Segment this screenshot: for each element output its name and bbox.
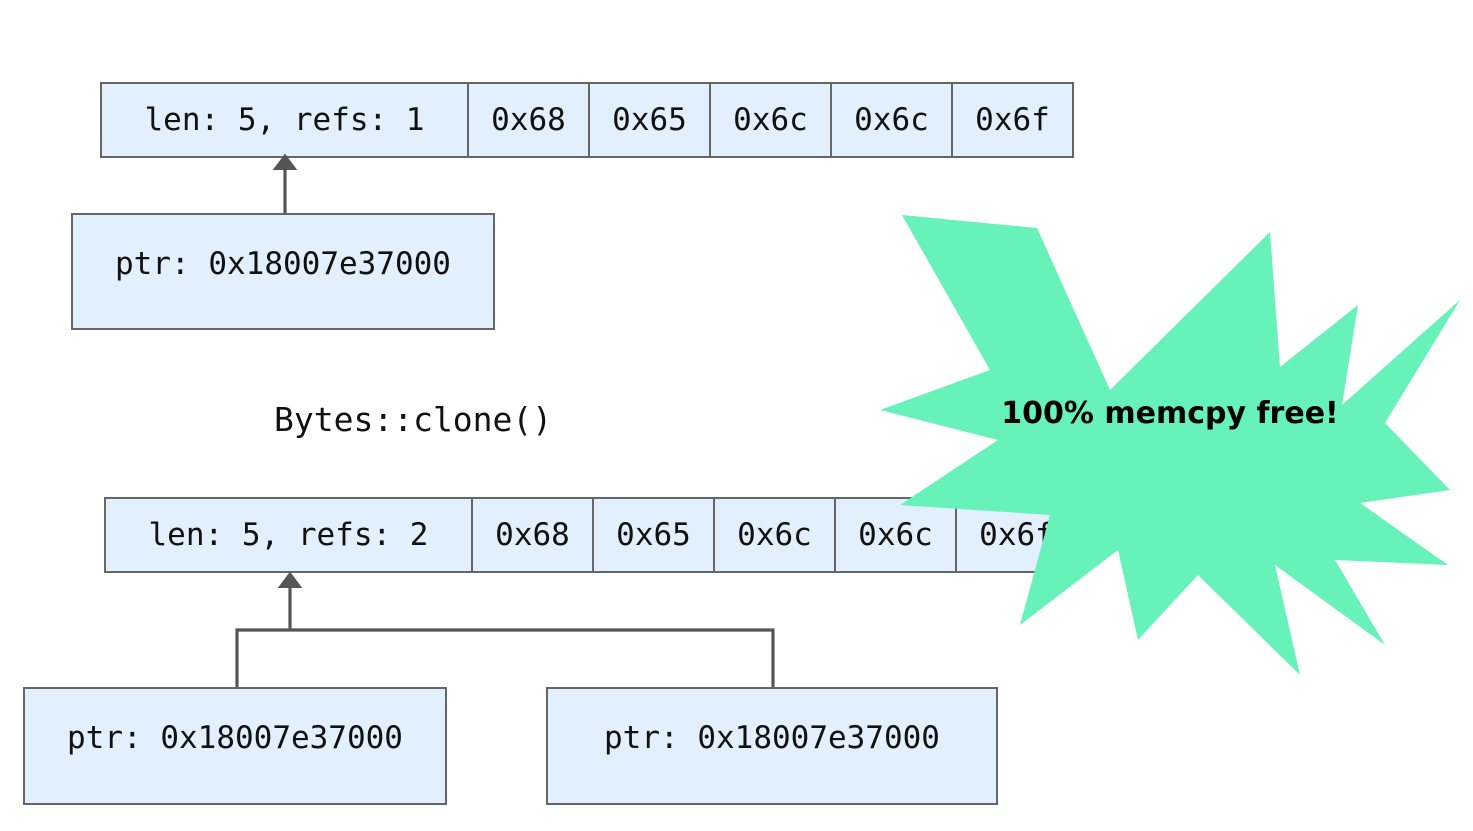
buffer-byte-cell: 0x6f <box>951 82 1074 158</box>
pointer-box-top: ptr: 0x18007e37000 <box>71 213 495 330</box>
buffer-byte-cell: 0x6c <box>713 497 836 573</box>
buffer-byte-cell: 0x65 <box>588 82 711 158</box>
pointer-box-bottom-right: ptr: 0x18007e37000 <box>546 687 998 805</box>
memcpy-free-starburst <box>880 215 1460 675</box>
buffer-byte-cell: 0x6c <box>830 82 953 158</box>
buffer-byte-cell: 0x6c <box>709 82 832 158</box>
connector-bottom-merge <box>235 628 775 687</box>
buffer-header-after: len: 5, refs: 2 <box>104 497 473 573</box>
starburst-shape <box>880 215 1460 675</box>
clone-caption: Bytes::clone() <box>274 400 553 439</box>
pointer-box-bottom-left: ptr: 0x18007e37000 <box>23 687 447 805</box>
buffer-byte-cell: 0x65 <box>592 497 715 573</box>
buffer-byte-cell: 0x68 <box>467 82 590 158</box>
buffer-header-before: len: 5, refs: 1 <box>100 82 469 158</box>
buffer-row-before-clone: len: 5, refs: 1 0x68 0x65 0x6c 0x6c 0x6f <box>100 82 1074 158</box>
buffer-byte-cell: 0x6c <box>834 497 957 573</box>
